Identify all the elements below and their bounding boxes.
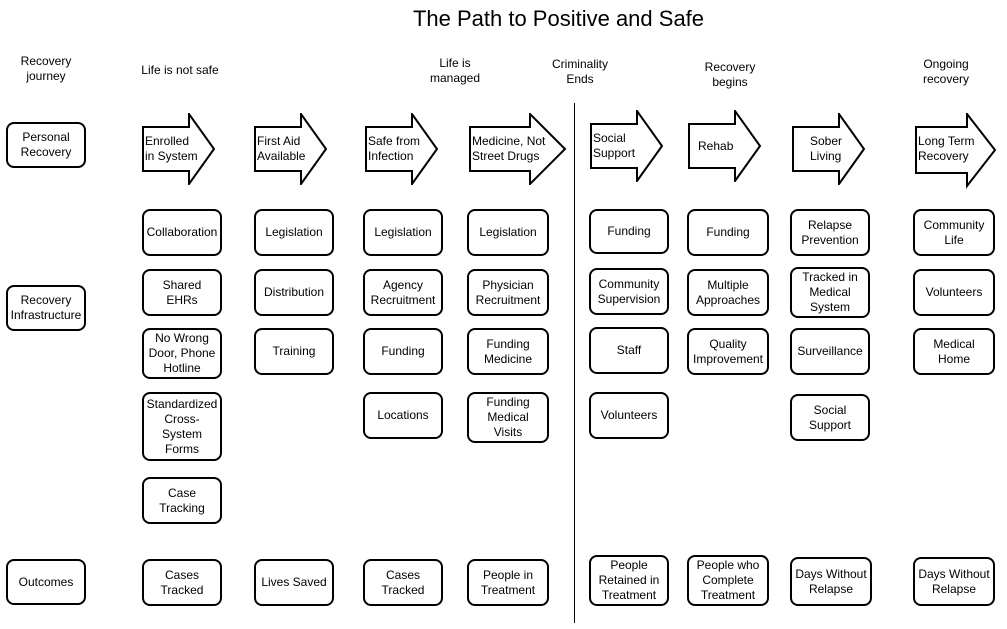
infra-box: Staff (589, 327, 669, 374)
header-life-not-safe: Life is not safe (141, 63, 219, 77)
infra-box: Case Tracking (142, 477, 222, 524)
arrow-step: First Aid Available (254, 113, 336, 185)
arrow-step: Enrolled in System (142, 113, 224, 185)
infra-box: Legislation (467, 209, 549, 256)
infra-box: Training (254, 328, 334, 375)
header-ongoing-recovery: Ongoing recovery (922, 57, 969, 86)
infra-box: Funding (687, 209, 769, 256)
header-recovery-begins: Recovery begins (704, 60, 756, 89)
outcome-box: Days Without Relapse (790, 557, 872, 606)
infra-box: Multiple Approaches (687, 269, 769, 316)
infra-box: Funding Medicine (467, 328, 549, 375)
outcome-box: People in Treatment (467, 559, 549, 606)
infra-box: No Wrong Door, Phone Hotline (142, 328, 222, 379)
infra-box: Locations (363, 392, 443, 439)
infra-box: Distribution (254, 269, 334, 316)
infra-box: Volunteers (589, 392, 669, 439)
infra-box: Funding (363, 328, 443, 375)
row-label-recovery-infrastructure: Recovery Infrastructure (6, 285, 86, 331)
outcome-box: People who Complete Treatment (687, 555, 769, 606)
infra-box: Shared EHRs (142, 269, 222, 316)
infra-box: Agency Recruitment (363, 269, 443, 316)
infra-box: Physician Recruitment (467, 269, 549, 316)
arrow-step: Sober Living (792, 113, 874, 185)
arrow-step: Rehab (688, 110, 770, 182)
arrow-step: Social Support (590, 110, 672, 182)
outcome-box: Days Without Relapse (913, 557, 995, 606)
outcome-box: Lives Saved (254, 559, 334, 606)
infra-box: Social Support (790, 394, 870, 441)
outcome-box: Cases Tracked (363, 559, 443, 606)
infra-box: Legislation (254, 209, 334, 256)
criminality-divider-line (574, 103, 575, 623)
row-label-outcomes: Outcomes (6, 559, 86, 605)
infra-box: Community Life (913, 209, 995, 256)
infra-box: Surveillance (790, 328, 870, 375)
infra-box: Medical Home (913, 328, 995, 375)
infra-box: Relapse Prevention (790, 209, 870, 256)
row-label-personal-recovery: Personal Recovery (6, 122, 86, 168)
infra-box: Community Supervision (589, 268, 669, 315)
infra-box: Tracked in Medical System (790, 267, 870, 318)
infra-box: Standardized Cross- System Forms (142, 392, 222, 461)
infra-box: Collaboration (142, 209, 222, 256)
arrow-step: Medicine, Not Street Drugs (469, 113, 569, 185)
outcome-box: Cases Tracked (142, 559, 222, 606)
header-criminality-ends: Criminality Ends (551, 57, 608, 86)
outcome-box: People Retained in Treatment (589, 555, 669, 606)
infra-box: Quality Improvement (687, 328, 769, 375)
infra-box: Funding Medical Visits (467, 392, 549, 443)
arrow-step: Safe from Infection (365, 113, 447, 185)
infra-box: Legislation (363, 209, 443, 256)
arrow-step: Long Term Recovery (915, 113, 1001, 189)
diagram-title: The Path to Positive and Safe (412, 6, 705, 31)
infra-box: Volunteers (913, 269, 995, 316)
infra-box: Funding (589, 209, 669, 254)
header-recovery-journey: Recovery journey (20, 54, 72, 83)
header-life-managed: Life is managed (429, 56, 481, 85)
